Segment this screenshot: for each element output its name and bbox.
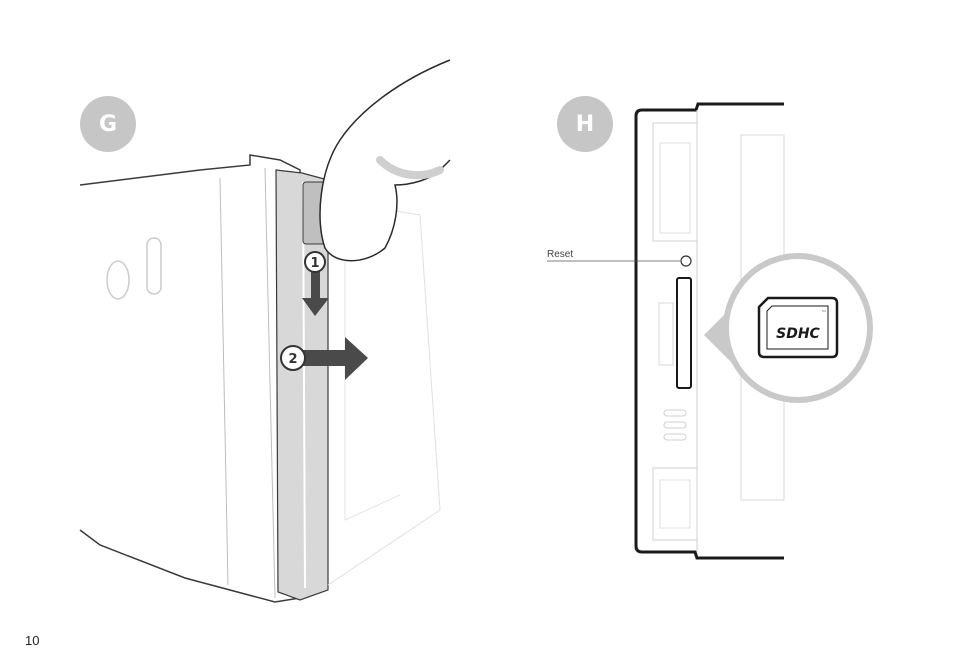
sdhc-logo-text: SDHC <box>776 326 820 342</box>
reset-label: Reset <box>547 249 573 260</box>
sdhc-card-icon: SDHC ™ <box>759 298 837 357</box>
page-number: 10 <box>25 633 39 648</box>
sdhc-trademark: ™ <box>822 310 827 316</box>
sd-card-slot <box>677 278 691 388</box>
reset-button <box>681 256 691 266</box>
